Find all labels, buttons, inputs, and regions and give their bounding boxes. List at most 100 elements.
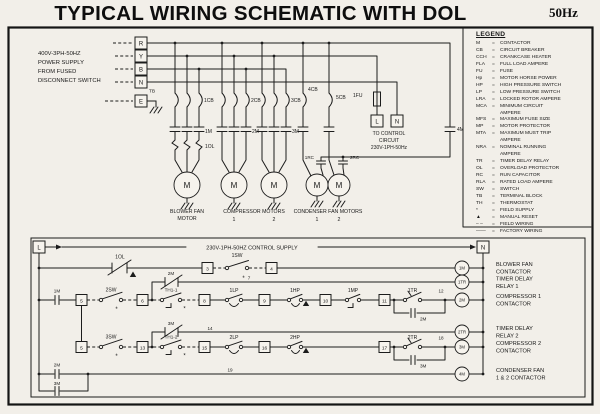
wire-number-14: 14	[207, 326, 213, 331]
contactor-4m-label: 4M	[457, 127, 464, 133]
tap-n-terminal: N	[395, 120, 399, 126]
wire-number-3: 3	[206, 267, 209, 273]
blower-label-2: MOTOR	[177, 216, 196, 222]
legend-item: CCH = CRANKCASE HEATER	[466, 55, 588, 62]
legend-abbr: FU	[476, 68, 483, 74]
supply-note-line4: DISCONNECT SWITCH	[38, 78, 101, 84]
switch-3sw-label: 3SW	[106, 334, 117, 340]
legend-item: LRA = LOCKED ROTOR AMPERE	[466, 97, 588, 104]
legend-desc: CONTACTOR	[500, 41, 531, 46]
equals-sign: =	[492, 193, 495, 199]
desc-comp1-1: COMPRESSOR 1	[496, 294, 541, 300]
desc-comp2-2: CONTACTOR	[496, 349, 531, 355]
legend-desc: NOMINAL RUNNING AMPERE	[500, 145, 547, 158]
legend-abbr: RLA	[476, 180, 486, 186]
equals-sign: =	[492, 75, 495, 81]
field-supply-star: *	[115, 354, 118, 360]
switch-2lp-label: 2LP	[230, 335, 240, 341]
control-n-terminal: N	[481, 246, 485, 252]
equals-sign: =	[492, 166, 495, 172]
legend-abbr: TH	[476, 200, 483, 206]
legend-desc: FIELD WIRING	[500, 221, 534, 227]
manual-reset-icon	[302, 347, 310, 353]
supply-terminal-blocks: R Y B N E TB	[134, 36, 155, 108]
contact-2m-aux-label: 2M	[420, 317, 427, 322]
field-supply-star: *	[115, 307, 118, 313]
legend-abbr: – –	[476, 221, 483, 227]
ground-icon	[149, 106, 163, 114]
equals-sign: =	[492, 96, 495, 102]
wire-number-18: 18	[438, 336, 444, 341]
legend-abbr: MFS	[476, 117, 487, 123]
legend-abbr: ▲	[476, 214, 481, 220]
legend-desc: FUSE	[500, 68, 514, 74]
capacitor-1rc-label: 1RC	[305, 155, 315, 160]
equals-sign: =	[492, 180, 495, 186]
legend-abbr: FLA	[476, 61, 485, 67]
switch-1lp-label: 1LP	[230, 288, 240, 294]
legend-abbr: TB	[476, 193, 483, 199]
condenser-motors-label: CONDENSER FAN MOTORS	[294, 209, 363, 215]
power-junctions	[173, 41, 345, 159]
to-control-line1: TO CONTROL	[373, 131, 406, 137]
thermostat-th1-2-label: TH1-2	[165, 335, 178, 340]
legend-abbr: MCA	[476, 103, 487, 109]
contactor-3m-label: 3M	[292, 129, 299, 135]
legend-desc: FACTORY WIRING	[500, 228, 543, 234]
equals-sign: =	[492, 89, 495, 95]
field-supply-star: *	[242, 276, 245, 282]
wire-number-8: 8	[203, 299, 206, 305]
legend-list: M = CONTACTOR CB = CIRCUIT BREAKER CCH =…	[466, 41, 588, 236]
wire-number-13: 13	[140, 346, 146, 352]
fuse-1fu-label: 1FU	[353, 93, 363, 99]
legend-item: CB = CIRCUIT BREAKER	[466, 48, 588, 55]
contact-1m-aux-label: 1M	[54, 289, 61, 294]
wire-number-6: 6	[141, 299, 144, 305]
legend-abbr: LRA	[476, 96, 486, 102]
control-supply-label: 230V-1PH-50HZ CONTROL SUPPLY	[206, 245, 298, 251]
legend-desc: LOW PRESSURE SWITCH	[500, 89, 561, 95]
condenser1-number: 1	[316, 217, 319, 223]
wire-number-4: 4	[270, 267, 273, 273]
legend-abbr: SW	[476, 187, 484, 193]
legend-desc: FIELD SUPPLY	[500, 207, 535, 213]
legend-item: —— = FACTORY WIRING	[466, 229, 588, 236]
legend-item: M = CONTACTOR	[466, 41, 588, 48]
contact-pivots	[98, 265, 423, 350]
legend-desc: MANUAL RESET	[500, 214, 538, 220]
legend-abbr: CCH	[476, 54, 487, 60]
legend-abbr: LP	[476, 89, 482, 95]
coil-2tr: 2TR	[458, 330, 466, 335]
equals-sign: =	[492, 117, 495, 123]
desc-tr1-1: TIMER DELAY	[496, 277, 533, 283]
legend-item: NRA = NOMINAL RUNNING AMPERE	[466, 145, 588, 159]
compressor1-motor-letter: M	[231, 181, 238, 190]
legend-item: FLA = FULL LOAD AMPERE	[466, 62, 588, 69]
field-supply-star: *	[183, 354, 186, 360]
motors: M M M M M BLOWER FAN MOTOR COMPRESSOR MO…	[170, 171, 363, 223]
legend-desc: THERMOSTAT	[500, 200, 533, 206]
coil-1tr: 1TR	[458, 280, 466, 285]
control-terminal-boxes: 3 4 5 6 8 9 10 11 5 13 15 16 17	[75, 262, 391, 353]
legend-abbr: MTA	[476, 131, 486, 137]
manual-reset-icon	[302, 300, 310, 306]
legend-abbr: M	[476, 41, 481, 46]
legend-title: LEGEND	[476, 31, 506, 38]
coils: 1M 1TR 2M 2TR 3M 4M	[454, 260, 470, 382]
tap-l-terminal: L	[375, 120, 379, 126]
equals-sign: =	[492, 187, 495, 193]
legend-item: RC = RUN CAPACITOR	[466, 173, 588, 180]
wire-number-9: 9	[263, 299, 266, 305]
switch-2hp-label: 2HP	[290, 335, 300, 341]
ground-icon	[310, 200, 324, 208]
legend-desc: MOTOR HORSE POWER	[500, 75, 557, 81]
legend-item: TB = TERMINAL BLOCK	[466, 194, 588, 201]
legend-item: HP = HIGH PRESSURE SWITCH	[466, 83, 588, 90]
legend-abbr: NRA	[476, 145, 487, 151]
coil-1m: 1M	[459, 266, 465, 271]
legend-desc: CRANKCASE HEATER	[500, 54, 552, 60]
control-junctions	[37, 266, 485, 376]
equals-sign: =	[492, 124, 495, 130]
